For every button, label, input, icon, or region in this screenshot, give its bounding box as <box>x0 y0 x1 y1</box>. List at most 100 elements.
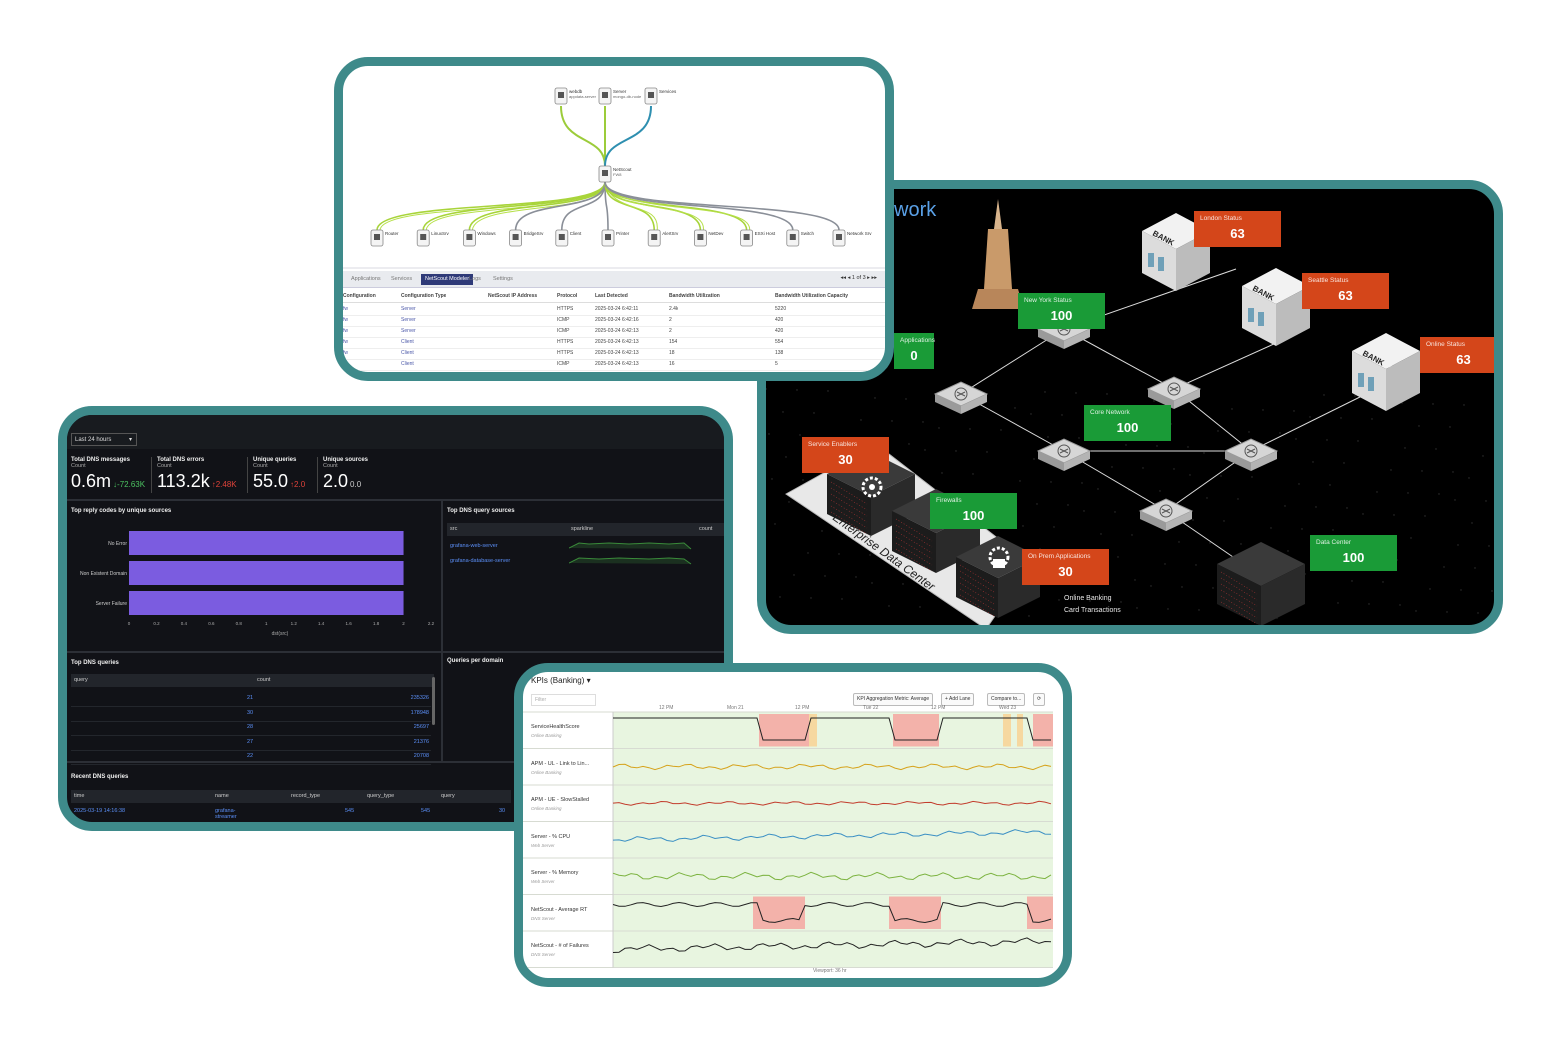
topology-node-bottom-7[interactable]: NetDev <box>693 229 724 247</box>
scrollbar[interactable] <box>432 677 435 725</box>
tab-logs[interactable]: Logs <box>469 276 481 282</box>
bar-1[interactable] <box>129 561 404 585</box>
add-lane-button[interactable]: + Add Lane <box>941 693 975 706</box>
col-header[interactable]: Bandwidth Utilization <box>669 293 720 299</box>
lane-label[interactable]: Server - % Memory <box>531 870 579 876</box>
topology-node-bottom-4[interactable]: Client <box>555 229 582 247</box>
lane-label[interactable]: Server - % CPU <box>531 833 571 840</box>
topology-node-bottom-0[interactable]: Router <box>370 229 399 247</box>
domain-title: Queries per domain <box>447 658 504 664</box>
stat-delta: ↓-72.63K <box>113 480 146 489</box>
topology-node-bottom-8[interactable]: ESXi Host <box>740 229 776 247</box>
col-query-type[interactable]: query_type <box>367 793 395 799</box>
bar-2[interactable] <box>129 591 404 615</box>
router-icon[interactable] <box>933 381 989 414</box>
bank-building-icon[interactable]: BANK <box>1352 333 1420 411</box>
router-icon[interactable] <box>1036 438 1092 471</box>
col-time[interactable]: time <box>74 793 85 799</box>
compare-dropdown[interactable]: Compare to... <box>987 693 1026 706</box>
col-header[interactable]: Last Detected <box>595 293 628 299</box>
col-header[interactable]: Configuration <box>343 293 376 299</box>
lane-label[interactable]: NetScout - Average RT <box>531 906 588 913</box>
router-icon[interactable] <box>1223 438 1279 471</box>
topology-node-bottom-5[interactable]: Printer <box>601 229 630 247</box>
topology-node-bottom-3[interactable]: BridgeSrv <box>509 229 545 247</box>
sources-title: Top DNS query sources <box>447 508 515 514</box>
col-name[interactable]: name <box>215 793 229 799</box>
divider <box>441 501 443 651</box>
col-header[interactable]: Protocol <box>557 293 578 299</box>
recent-record-type: 545 <box>345 808 355 814</box>
time-range-picker[interactable]: Last 24 hours ▾ <box>71 433 137 446</box>
col-header[interactable]: NetScout IP Address <box>488 293 538 299</box>
topology-node-label: Client <box>570 231 582 236</box>
status-value: 100 <box>1116 420 1139 435</box>
lane-label[interactable]: ServiceHealthScore <box>531 724 580 730</box>
col-record-type[interactable]: record_type <box>291 793 321 799</box>
topology-node-bottom-9[interactable]: Switch <box>786 229 815 247</box>
lane-label[interactable]: NetScout - # of Failures <box>531 943 589 949</box>
bank-building-icon[interactable]: BANK <box>1242 268 1310 346</box>
router-icon[interactable] <box>1138 498 1194 531</box>
col-query[interactable]: query <box>74 677 88 683</box>
lane-label[interactable]: APM - UL - Link to Lin... <box>531 760 590 767</box>
topology-node-bottom-2[interactable]: Windows <box>463 229 496 247</box>
query-count: 25697 <box>413 724 429 730</box>
source-link-0[interactable]: grafana-web-server <box>450 543 498 549</box>
refresh-icon[interactable]: ⟳ <box>1033 693 1046 706</box>
kpi-title[interactable]: KPIs (Banking) ▾ <box>531 676 591 685</box>
col-count[interactable]: count <box>257 677 271 683</box>
bar-0[interactable] <box>129 531 404 555</box>
col-header[interactable]: Bandwidth Utilization Capacity <box>775 293 849 299</box>
col-src[interactable]: src <box>450 526 458 532</box>
recent-name[interactable]: grafana-streamer <box>215 808 237 820</box>
stat-label: Total DNS errors <box>157 457 205 463</box>
col-count[interactable]: count <box>699 526 713 532</box>
tab-services[interactable]: Services <box>391 276 413 282</box>
pager[interactable]: ◂◂ ◂ 1 of 3 ▸ ▸▸ <box>840 275 877 281</box>
topology-node-bottom-1[interactable]: LinuxSrv <box>416 229 449 247</box>
topology-node-bottom-10[interactable]: Network Srv <box>832 229 872 247</box>
lane-sublabel: Online Banking <box>531 769 562 775</box>
server-rack-data-center[interactable] <box>1217 542 1305 625</box>
router-icon[interactable] <box>1146 376 1202 409</box>
aggregation-metric-dropdown[interactable]: KPI Aggregation Metric: Average <box>853 693 934 706</box>
col-header[interactable]: Configuration Type <box>401 293 447 299</box>
recent-time[interactable]: 2025-03-19 14:16:38 <box>74 808 126 814</box>
tab-settings[interactable]: Settings <box>493 276 513 282</box>
time-tick-label: 12 PM <box>795 705 810 711</box>
source-link-1[interactable]: grafana-database-server <box>450 558 511 564</box>
tab-netscout-modeler[interactable]: NetScout Modeler <box>421 274 474 285</box>
tab-applications[interactable]: Applications <box>351 276 381 282</box>
topology-node-top-2[interactable]: Services <box>644 87 677 105</box>
col-query[interactable]: query <box>441 793 455 799</box>
col-sparkline[interactable]: sparkline <box>571 526 594 532</box>
filter-input[interactable]: Filter <box>531 694 596 706</box>
lane-label[interactable]: APM - UE - SlowStalled <box>531 797 590 803</box>
topology-node-bottom-6[interactable]: AlertSrv <box>647 229 679 247</box>
